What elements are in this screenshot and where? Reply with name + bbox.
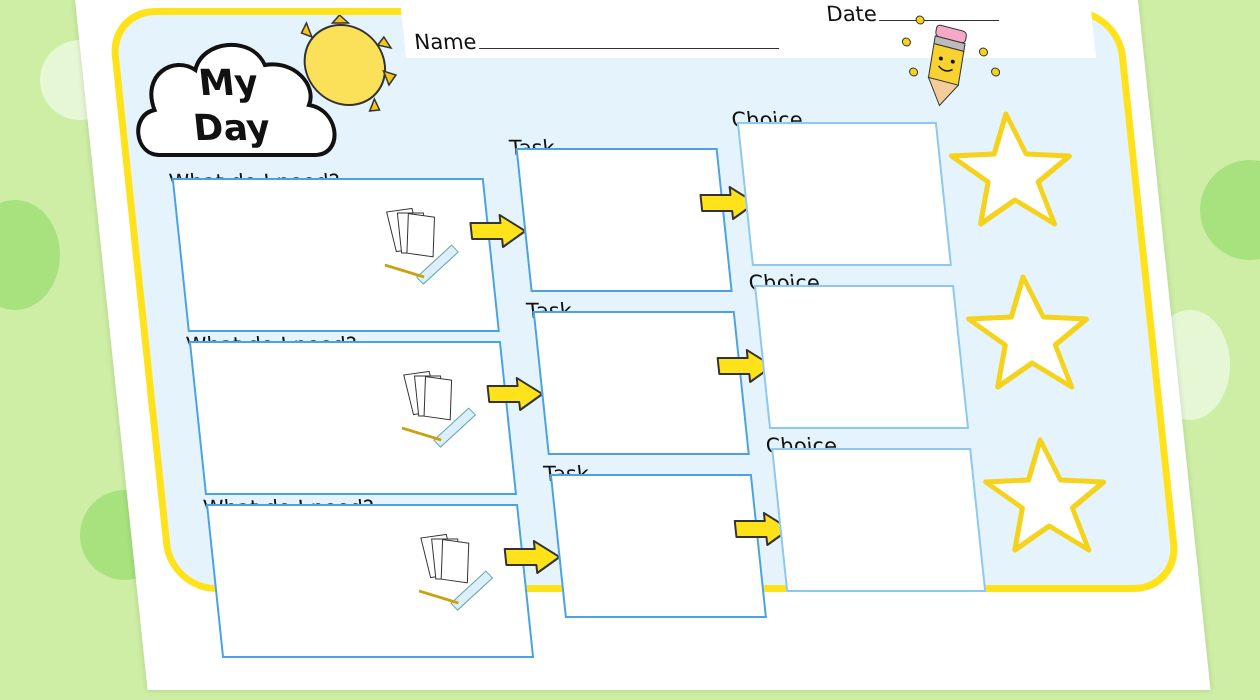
choice-box[interactable] (753, 285, 970, 429)
name-field[interactable]: Name (413, 30, 780, 54)
task-box[interactable] (532, 311, 750, 455)
star-icon (983, 437, 1107, 553)
arrow-right-icon (733, 512, 791, 546)
title-my: My (197, 62, 261, 104)
need-box[interactable] (188, 341, 518, 495)
paper-pencil-ruler-icon (418, 533, 494, 611)
name-label: Name (413, 30, 478, 54)
arrow-right-icon (469, 214, 527, 248)
need-box[interactable] (171, 178, 500, 332)
choice-box[interactable] (771, 448, 987, 592)
arrow-right-icon (503, 540, 561, 574)
paper-pencil-ruler-icon (384, 207, 459, 285)
star-icon (948, 111, 1072, 227)
paper-pencil-ruler-icon (401, 370, 477, 448)
need-box[interactable] (205, 504, 535, 658)
cloud-icon (136, 42, 337, 157)
arrow-right-icon (716, 349, 774, 383)
star-icon (966, 274, 1090, 390)
my-day-logo: My Day (136, 15, 398, 157)
task-box[interactable] (515, 148, 733, 292)
choice-box[interactable] (736, 122, 952, 266)
title-day: Day (191, 107, 272, 149)
date-label: Date (825, 2, 878, 26)
pencil-icon (901, 15, 1001, 107)
task-box[interactable] (549, 474, 767, 618)
sun-icon (300, 15, 398, 112)
arrow-right-icon (486, 377, 544, 411)
arrow-right-icon (699, 186, 757, 220)
